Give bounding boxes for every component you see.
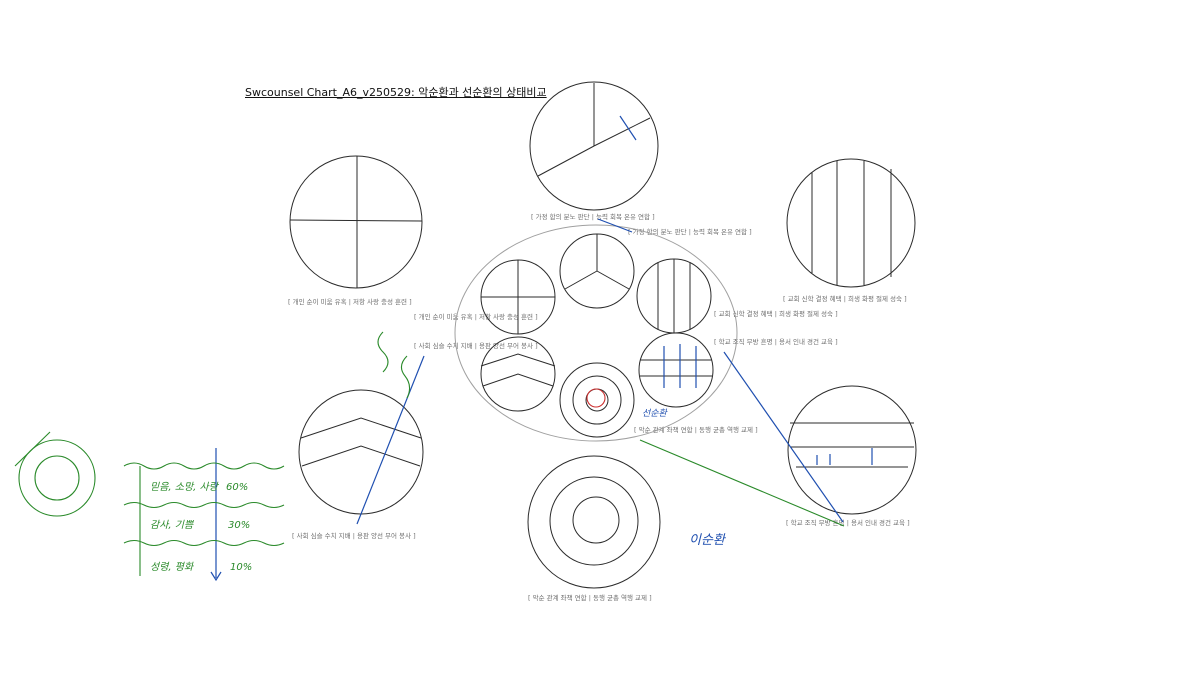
central-ellipse [454,224,738,442]
note-row-2-pct: 30% [228,520,250,531]
sketch-circle-inner [34,455,80,501]
note-row-1-pct: 60% [226,482,248,493]
sketch-circle-outer [18,439,96,517]
caption-middle-bottom: [ 악순 관계 좌책 연합 | 동행 균총 역행 교제 ] [634,426,758,434]
circle-chevron [298,389,424,515]
caption-middle-left-1: [ 개인 순이 미움 유혹 | 저항 사랑 충성 훈련 ] [414,313,538,321]
connector-line-green [639,439,845,527]
caption-middle-left-2: [ 사회 심슬 수치 지배 | 용판 양선 무어 봉사 ] [414,342,538,350]
mini-circle-concentric [559,362,635,438]
circle-four-quadrant [289,155,423,289]
caption-middle-top: [ 가정 합의 분노 판단 | 능력 회복 온유 연합 ] [628,228,752,236]
mini-circle-chevron [480,336,556,412]
wave-line-bottom [123,539,285,547]
circle-horizontal-bands [787,385,917,515]
connector-line-left [356,355,425,525]
note-row-1: 믿음, 소망, 사랑 [150,481,220,493]
center-note: 선순환 [642,408,669,419]
red-accent [586,388,606,408]
caption-top-left: [ 개인 순이 미움 유혹 | 저항 사랑 충성 훈련 ] [288,298,412,306]
quadrant-line-h [289,219,423,222]
note-row-3: 성령, 평화 [150,561,194,573]
caption-top-center: [ 가정 합의 분노 판단 | 능력 회복 온유 연합 ] [531,213,655,221]
circle-vertical-stripes [786,158,916,288]
mini-circle-bands [638,332,714,408]
caption-bottom-right: [ 학교 조직 무방 흔명 | 용서 인내 경건 교육 ] [786,519,910,527]
signature: 이순환 [689,533,727,548]
note-row-3-pct: 10% [230,562,252,573]
connector-line-right [723,351,844,523]
caption-bottom-left: [ 사회 심슬 수치 지배 | 용판 양선 무어 봉사 ] [292,532,416,540]
caption-middle-right-1: [ 교회 신학 결정 혜택 | 희생 화평 절제 성숙 ] [714,310,838,318]
caption-middle-right-2: [ 학교 조직 무방 흔명 | 용서 인내 경건 교육 ] [714,338,838,346]
wave-line-top [123,462,285,470]
caption-top-right: [ 교회 신학 결정 혜택 | 희생 화평 절제 성숙 ] [783,295,907,303]
circle-concentric [527,455,661,589]
caption-bottom-center: [ 악순 관계 좌책 연합 | 동행 균총 역행 교제 ] [528,594,652,602]
wave-line-middle [123,501,285,509]
note-row-2: 감사, 기쁨 [150,519,194,531]
circle-three-sector [529,81,659,211]
diagram-title: Swcounsel Chart_A6_v250529: 악순환과 선순환의 상태… [245,86,547,99]
